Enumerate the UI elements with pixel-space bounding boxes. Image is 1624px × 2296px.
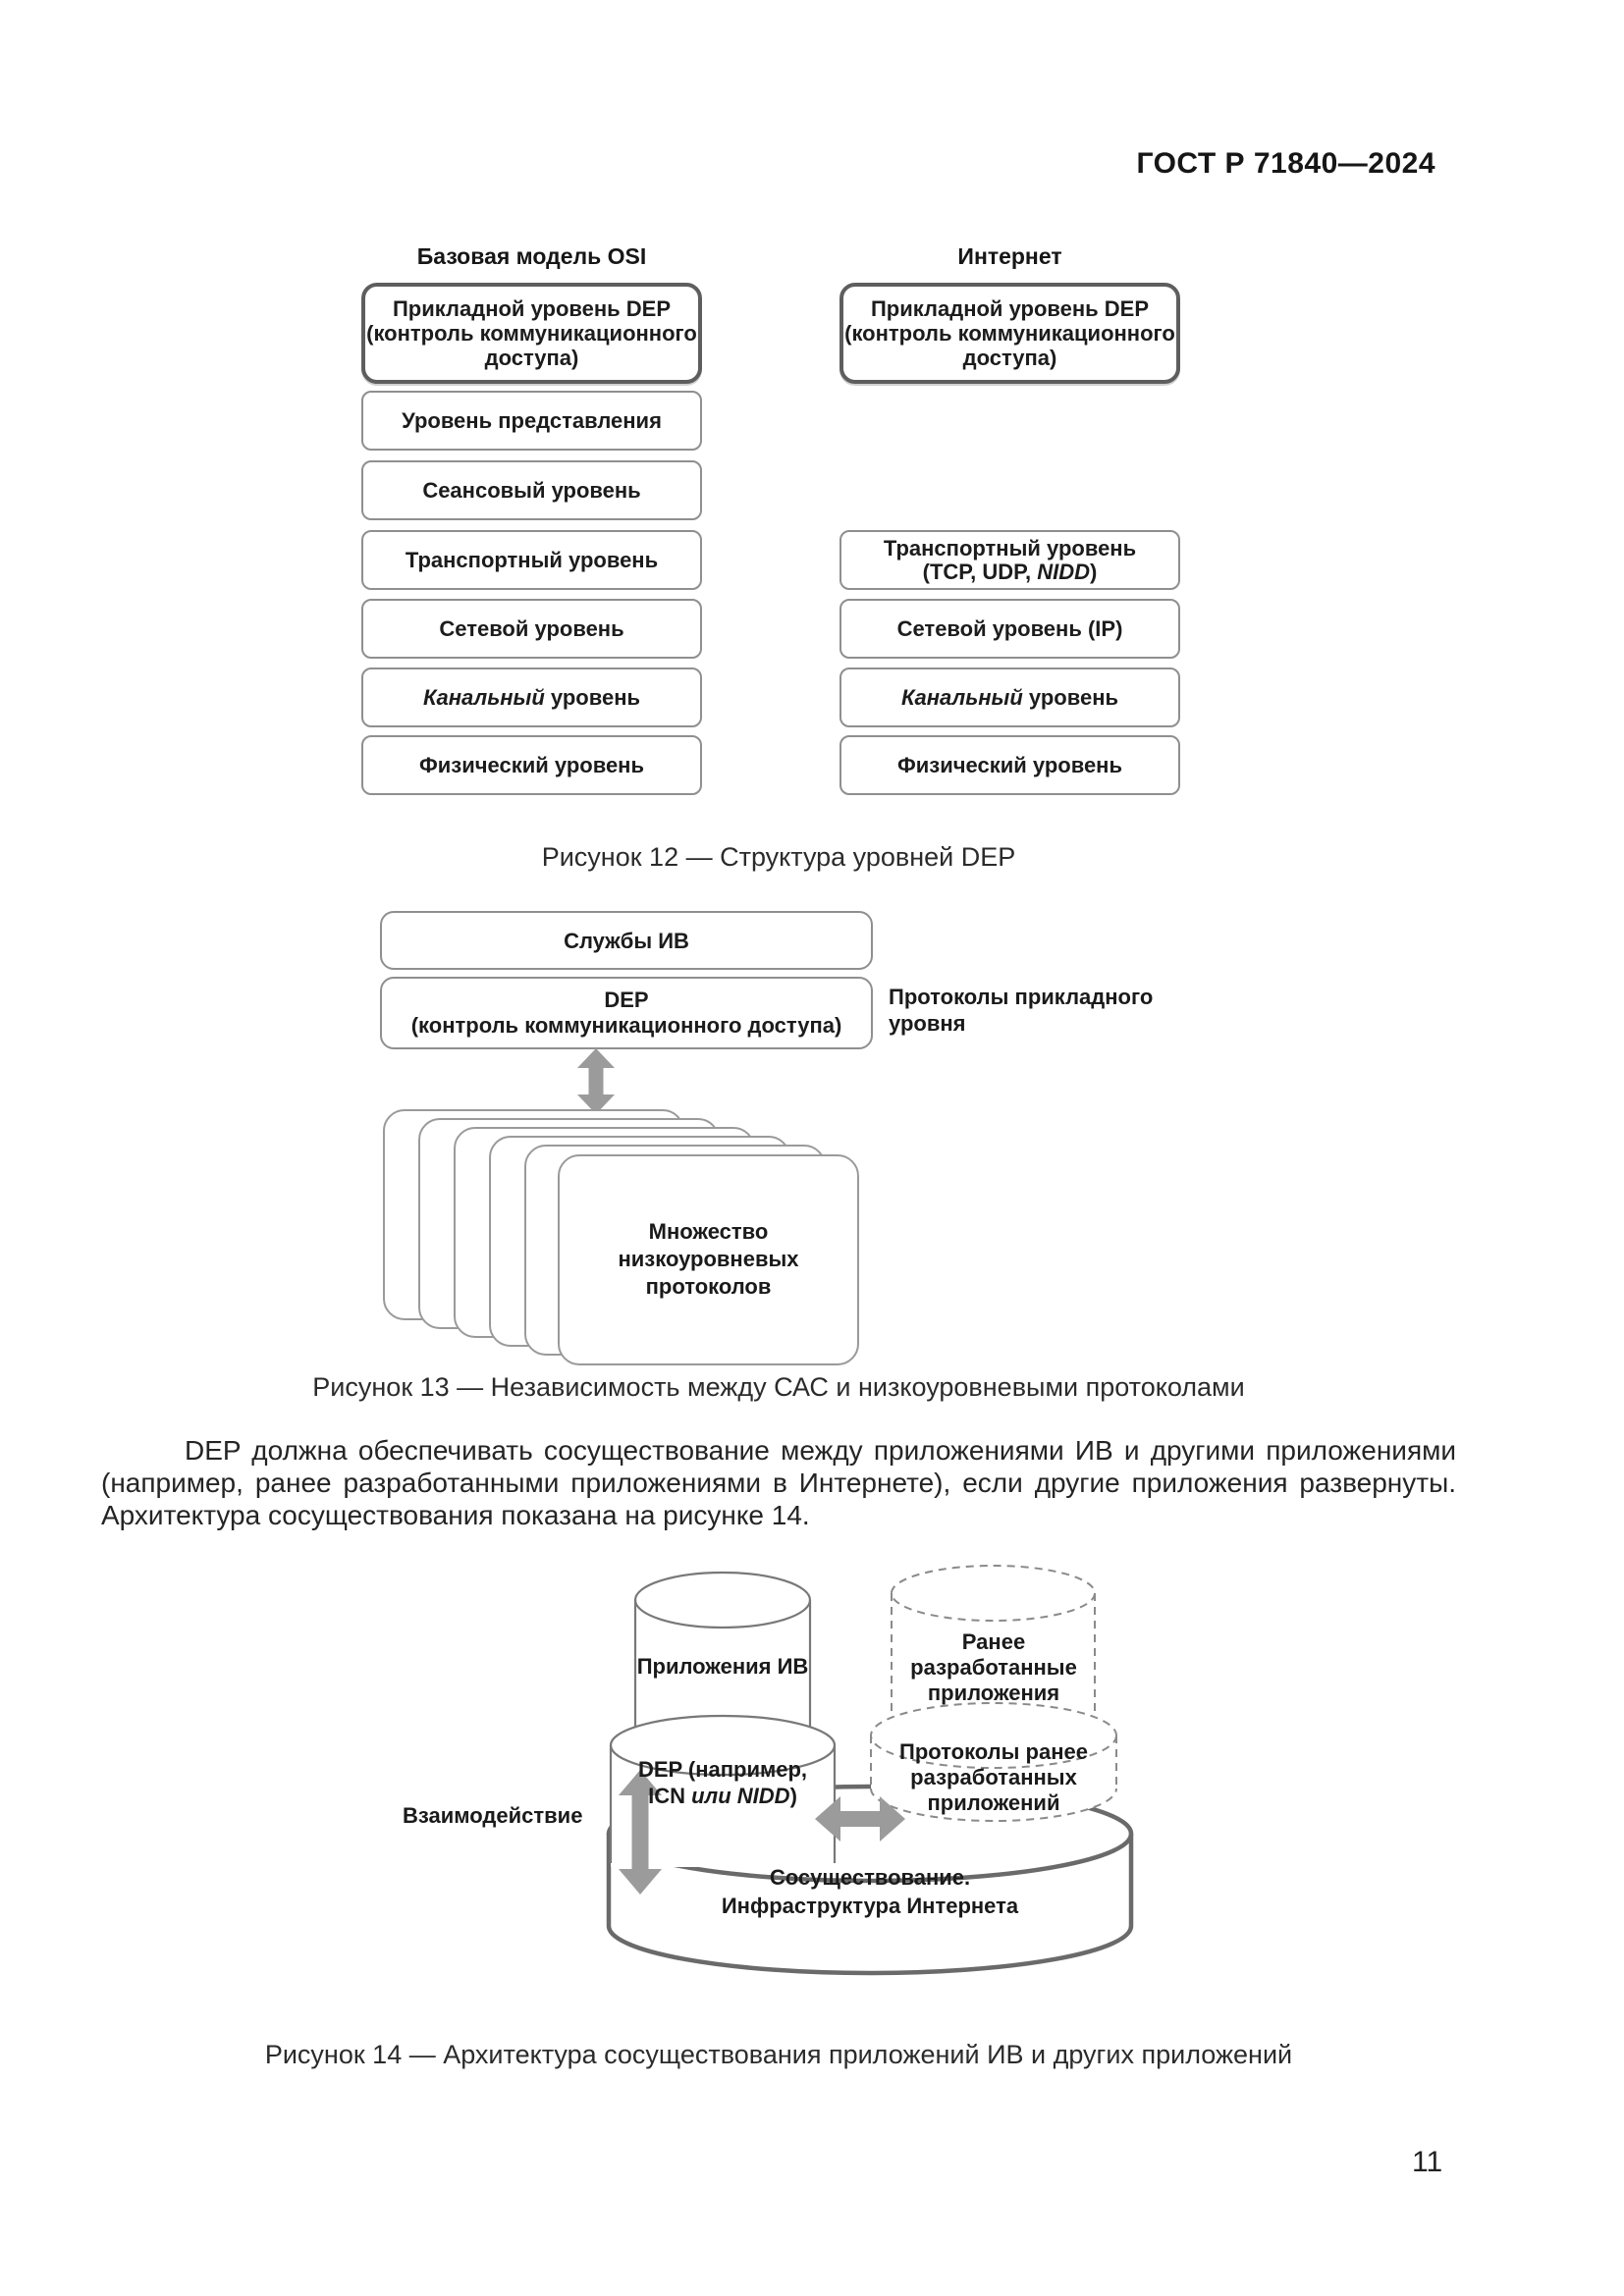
osi-network-label: Сетевой уровень — [439, 616, 624, 641]
coexistence-line2: Инфраструктура Интернета — [721, 1894, 1019, 1918]
inet-physical-label: Физический уровень — [897, 753, 1122, 777]
paragraph-line1: DEP должна обеспечивать сосуществование … — [185, 1435, 1456, 1466]
dep-cyl-line1: DEP (например, — [637, 1757, 808, 1782]
inet-transport-line2: (TCP, UDP, NIDD) — [922, 559, 1098, 584]
osi-datalink-italic: Канальный — [422, 685, 545, 710]
legacy-protocols-cylinder — [870, 1702, 1117, 1822]
dep-cyl-line2: ICN или NIDD) — [611, 1783, 835, 1809]
inet-app-line3: доступа) — [962, 346, 1057, 370]
iot-apps-cylinder — [633, 1571, 812, 1730]
inet-transport-l2-post: ) — [1090, 559, 1098, 584]
doc-code-header: ГОСТ Р 71840—2024 — [1136, 147, 1435, 180]
inet-transport-layer-box: Транспортный уровень (TCP, UDP, NIDD) — [839, 530, 1180, 590]
inet-datalink-italic: Канальный — [900, 685, 1023, 710]
osi-session-layer-box: Сеансовый уровень — [361, 460, 702, 520]
osi-physical-layer-box: Физический уровень — [361, 735, 702, 795]
inet-application-layer-box: Прикладной уровень DEP (контроль коммуни… — [839, 283, 1180, 384]
osi-application-layer-box: Прикладной уровень DEP (контроль коммуни… — [361, 283, 702, 384]
iot-apps-label: Приложения ИВ — [636, 1654, 809, 1679]
interaction-label: Взаимодействие — [403, 1803, 583, 1828]
stack-label-line3: протоколов — [645, 1274, 772, 1299]
application-protocols-side-label: Протоколы прикладного уровня — [889, 984, 1173, 1037]
osi-transport-layer-box: Транспортный уровень — [361, 530, 702, 590]
inet-datalink-rest: уровень — [1022, 685, 1119, 710]
proto-label-line3: приложений — [927, 1790, 1060, 1815]
osi-presentation-label: Уровень представления — [402, 408, 662, 433]
fig14-horizontal-double-arrow-icon — [815, 1796, 905, 1842]
osi-app-line2: (контроль коммуникационного — [366, 321, 697, 346]
osi-presentation-layer-box: Уровень представления — [361, 391, 702, 451]
legacy-label-line3: приложения — [927, 1681, 1060, 1705]
side-label-line1: Протоколы прикладного — [889, 985, 1154, 1009]
stack-label-line1: Множество — [648, 1219, 769, 1244]
osi-datalink-label: Канальный уровень — [423, 685, 640, 710]
side-label-line2: уровня — [889, 1011, 966, 1036]
internet-column-title: Интернет — [957, 243, 1062, 269]
figure-12-caption: Рисунок 12 — Структура уровней DEP — [541, 842, 1016, 872]
dep-box: DEP (контроль коммуникационного доступа) — [380, 977, 873, 1049]
osi-session-label: Сеансовый уровень — [422, 478, 641, 503]
protocol-stack-label: Множество низкоуровневых протоколов — [558, 1218, 859, 1301]
dep-cyl-l2-post: ) — [789, 1784, 797, 1808]
proto-label-line1: Протоколы ранее — [899, 1739, 1088, 1764]
iot-services-box: Службы ИВ — [380, 911, 873, 970]
osi-datalink-layer-box: Канальный уровень — [361, 667, 702, 727]
legacy-apps-label: Ранее разработанные приложения — [886, 1629, 1102, 1706]
figure-13-caption: Рисунок 13 — Независимость между САС и н… — [312, 1372, 1245, 1402]
fig14-vertical-double-arrow-icon — [619, 1770, 662, 1895]
osi-physical-label: Физический уровень — [419, 753, 644, 777]
inet-app-line1: Прикладной уровень DEP — [870, 296, 1150, 321]
dep-cylinder — [609, 1714, 837, 1867]
inet-network-layer-box: Сетевой уровень (IP) — [839, 599, 1180, 659]
inet-physical-layer-box: Физический уровень — [839, 735, 1180, 795]
paragraph-line3: Архитектура сосуществования показана на … — [101, 1500, 810, 1530]
protocol-stack-box-front — [558, 1154, 859, 1365]
inet-transport-l2-pre: (TCP, UDP, — [922, 559, 1038, 584]
inet-network-label: Сетевой уровень (IP) — [896, 616, 1123, 641]
fig14-cylinders-drawing — [606, 1565, 1134, 1976]
legacy-protocols-label: Протоколы ранее разработанных приложений — [871, 1739, 1116, 1816]
dep-cyl-l2-italic: или NIDD — [691, 1784, 790, 1808]
dep-box-line2: (контроль коммуникационного доступа) — [410, 1013, 842, 1038]
iot-services-label: Службы ИВ — [564, 928, 689, 953]
body-paragraph: DEP должна обеспечивать сосуществование … — [101, 1434, 1456, 1531]
dep-cylinder-label: DEP (например, ICN или NIDD) — [611, 1756, 835, 1809]
legacy-label-line1: Ранее — [961, 1629, 1026, 1654]
inet-app-line2: (контроль коммуникационного — [844, 321, 1175, 346]
dep-cyl-l2-pre: ICN — [648, 1784, 692, 1808]
osi-column-title: Базовая модель OSI — [416, 243, 647, 269]
page-number: 11 — [1412, 2146, 1443, 2178]
coexistence-label: Сосуществование. Инфраструктура Интернет… — [609, 1863, 1131, 1920]
inet-transport-line1: Транспортный уровень — [883, 535, 1137, 561]
legacy-apps-cylinder — [891, 1565, 1096, 1716]
fig13-vertical-double-arrow-icon — [577, 1048, 615, 1114]
proto-label-line2: разработанных — [910, 1765, 1077, 1789]
osi-transport-label: Транспортный уровень — [405, 548, 659, 572]
osi-app-line1: Прикладной уровень DEP — [392, 296, 672, 321]
inet-transport-l2-italic: NIDD — [1037, 559, 1090, 584]
paragraph-line2: (например, ранее разработанными приложен… — [101, 1468, 1456, 1498]
stack-label-line2: низкоуровневых — [618, 1247, 799, 1271]
legacy-label-line2: разработанные — [910, 1655, 1077, 1680]
coexistence-line1: Сосуществование. — [769, 1865, 971, 1890]
osi-app-line3: доступа) — [484, 346, 579, 370]
inet-datalink-layer-box: Канальный уровень — [839, 667, 1180, 727]
inet-datalink-label: Канальный уровень — [901, 685, 1118, 710]
dep-box-line1: DEP — [604, 988, 649, 1012]
osi-network-layer-box: Сетевой уровень — [361, 599, 702, 659]
figure-14-caption: Рисунок 14 — Архитектура сосуществования… — [264, 2040, 1293, 2069]
osi-datalink-rest: уровень — [544, 685, 641, 710]
